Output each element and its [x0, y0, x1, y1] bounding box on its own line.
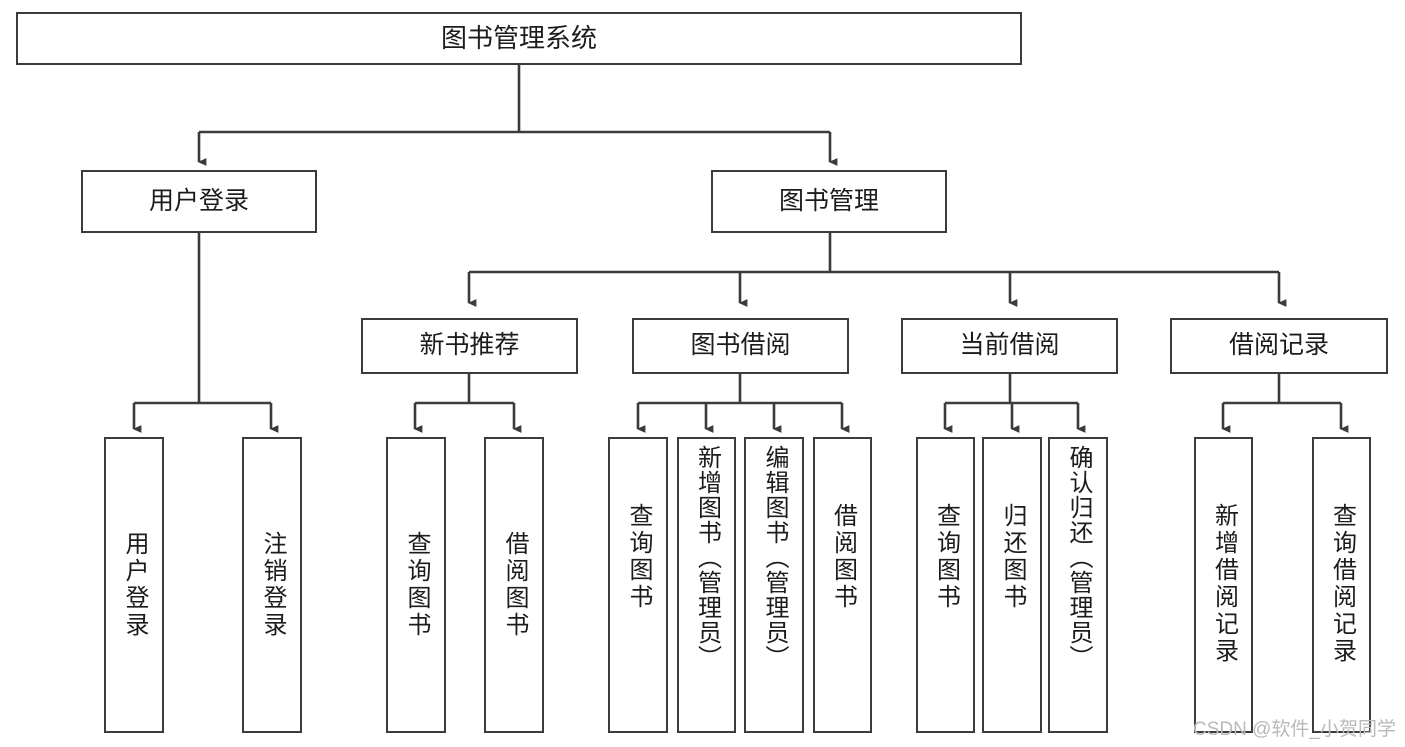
node-label: 图书借阅 [690, 331, 791, 360]
node-label: 借阅图书 [501, 531, 528, 639]
leaf-confirm-return-admin[interactable]: 确认归还（管理员） [1048, 437, 1108, 733]
watermark-text: CSDN @软件_小贺同学 [1193, 719, 1396, 740]
node-book-management[interactable]: 图书管理 [711, 170, 947, 233]
node-label: 用户登录 [121, 531, 148, 639]
node-label: 编辑图书（管理员） [761, 445, 788, 670]
node-label: 查询借阅记录 [1328, 503, 1356, 665]
node-label: 新增借阅记录 [1210, 503, 1238, 665]
node-user-login[interactable]: 用户登录 [81, 170, 317, 233]
node-label: 新增图书（管理员） [693, 445, 721, 670]
node-label: 查询图书 [625, 503, 652, 611]
leaf-query-borrow-record[interactable]: 查询借阅记录 [1312, 437, 1371, 733]
node-root-system[interactable]: 图书管理系统 [16, 12, 1022, 65]
leaf-borrow-book-recommend[interactable]: 借阅图书 [484, 437, 544, 733]
leaf-query-book-current[interactable]: 查询图书 [916, 437, 975, 733]
leaf-edit-book-admin[interactable]: 编辑图书（管理员） [744, 437, 804, 733]
node-borrow-record[interactable]: 借阅记录 [1170, 318, 1388, 374]
leaf-return-book[interactable]: 归还图书 [982, 437, 1042, 733]
leaf-query-book-borrow[interactable]: 查询图书 [608, 437, 668, 733]
node-label: 查询图书 [932, 503, 960, 611]
leaf-add-borrow-record[interactable]: 新增借阅记录 [1194, 437, 1253, 733]
leaf-user-logout[interactable]: 注销登录 [242, 437, 302, 733]
leaf-borrow-book[interactable]: 借阅图书 [813, 437, 872, 733]
node-label: 借阅图书 [829, 503, 857, 611]
node-label: 查询图书 [403, 531, 430, 639]
node-label: 确认归还（管理员） [1065, 445, 1092, 670]
node-new-book-recommend[interactable]: 新书推荐 [361, 318, 578, 374]
node-label: 图书管理 [778, 186, 879, 215]
leaf-user-login[interactable]: 用户登录 [104, 437, 164, 733]
node-label: 新书推荐 [419, 331, 520, 360]
node-current-borrow[interactable]: 当前借阅 [901, 318, 1118, 374]
leaf-add-book-admin[interactable]: 新增图书（管理员） [677, 437, 736, 733]
node-label: 注销登录 [259, 531, 286, 639]
node-book-borrow[interactable]: 图书借阅 [632, 318, 849, 374]
node-label: 用户登录 [148, 186, 249, 215]
node-label: 当前借阅 [959, 331, 1060, 360]
node-label: 借阅记录 [1228, 331, 1329, 360]
node-label: 归还图书 [999, 503, 1026, 611]
leaf-query-book-recommend[interactable]: 查询图书 [386, 437, 446, 733]
node-label: 图书管理系统 [440, 23, 597, 54]
